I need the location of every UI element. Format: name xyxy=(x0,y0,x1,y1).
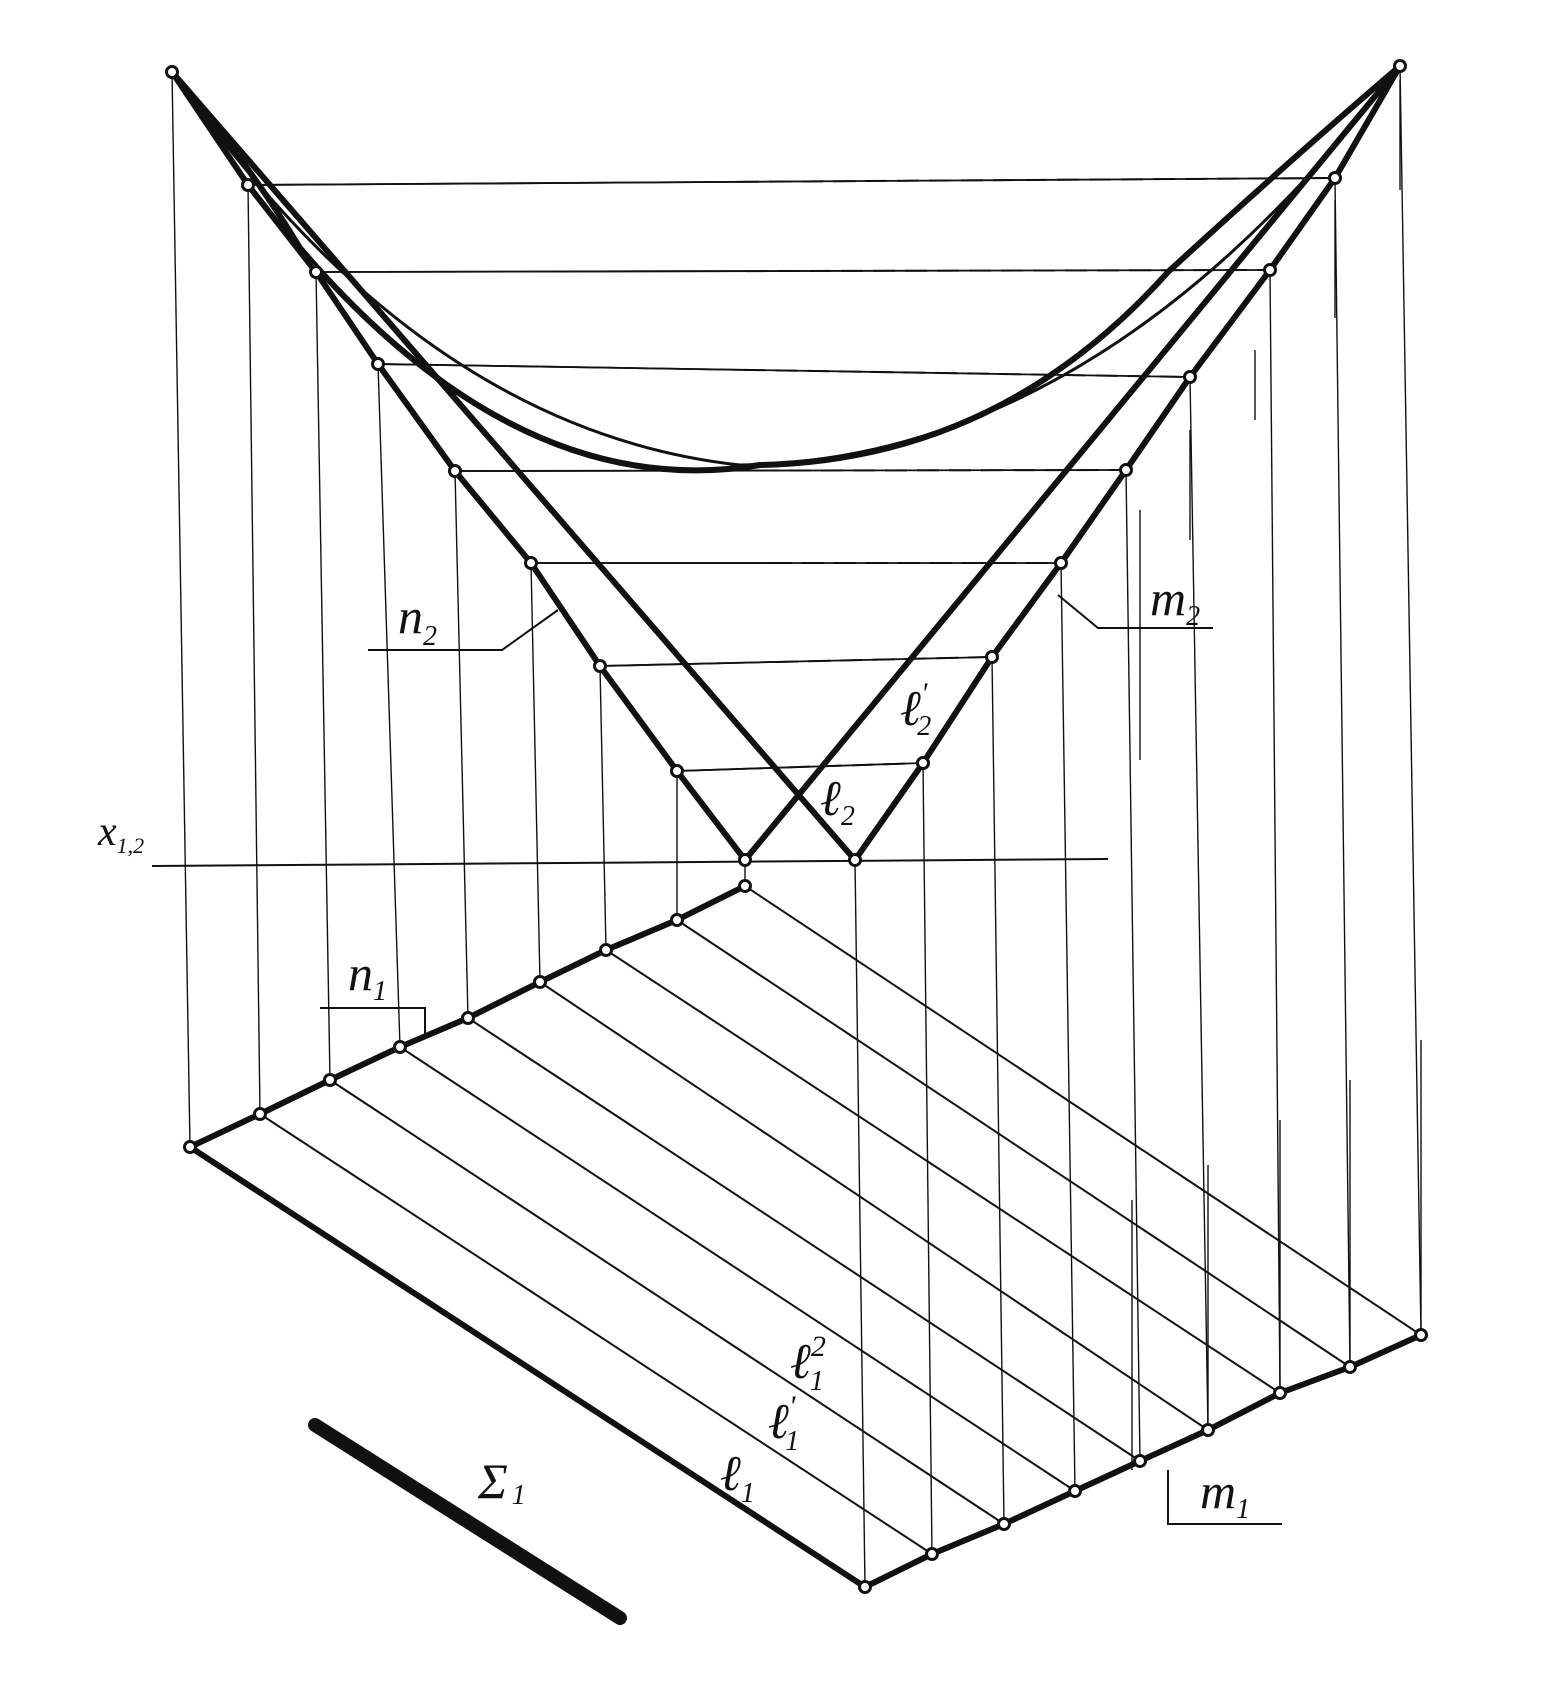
label-l1-2-base: ℓ xyxy=(790,1333,811,1389)
label-l2-sub: 2 xyxy=(841,801,855,832)
label-l2-prime-sup: ' xyxy=(921,677,928,710)
node-point-26 xyxy=(740,881,751,892)
label-l1-base: ℓ xyxy=(720,1445,741,1501)
label-n1-base: n xyxy=(348,945,373,1001)
node-point-7 xyxy=(672,766,683,777)
node-point-6 xyxy=(595,661,606,672)
projector-m-0 xyxy=(855,860,865,1587)
hidden-generator-7 xyxy=(788,763,923,767)
label-m1-sub: 1 xyxy=(1236,1494,1250,1525)
node-point-0 xyxy=(167,67,178,78)
label-x12-sub: 1,2 xyxy=(117,833,145,858)
projector-m-2 xyxy=(992,657,1004,1524)
label-n2-base: n xyxy=(398,588,423,644)
label-l2-prime: ℓ'2 xyxy=(900,677,931,742)
node-point-2 xyxy=(311,267,322,278)
node-point-16 xyxy=(1330,173,1341,184)
label-m2: m2 xyxy=(1150,570,1200,632)
node-point-25 xyxy=(672,915,683,926)
node-point-21 xyxy=(395,1042,406,1053)
node-point-34 xyxy=(1345,1362,1356,1373)
node-point-32 xyxy=(1203,1425,1214,1436)
label-n2: n2 xyxy=(398,588,437,652)
projector-m-4 xyxy=(1126,470,1140,1461)
node-point-12 xyxy=(1056,558,1067,569)
n2-leader xyxy=(368,610,558,650)
node-point-19 xyxy=(255,1109,266,1120)
projector-m-7 xyxy=(1335,178,1350,1367)
label-l1-prime-sub: 1 xyxy=(785,1426,799,1457)
node-point-28 xyxy=(927,1549,938,1560)
node-point-30 xyxy=(1070,1486,1081,1497)
n1-leader xyxy=(320,1008,425,1038)
node-point-20 xyxy=(325,1075,336,1086)
node-point-23 xyxy=(535,977,546,988)
label-l1-2-sup: 2 xyxy=(811,1330,826,1363)
x12-axis-line xyxy=(152,859,1108,866)
node-point-11 xyxy=(987,652,998,663)
hidden-generators xyxy=(737,178,1335,767)
node-point-31 xyxy=(1135,1456,1146,1467)
node-point-14 xyxy=(1185,372,1196,383)
label-sigma1-sub: 1 xyxy=(512,1480,526,1511)
node-point-18 xyxy=(185,1142,196,1153)
projector-m-6 xyxy=(1270,270,1280,1393)
label-sigma1-base: Σ xyxy=(477,1453,508,1509)
projector-m-8 xyxy=(1400,66,1421,1335)
label-m2-sub: 2 xyxy=(1186,601,1200,632)
projector-n-2 xyxy=(316,272,330,1080)
label-l1-prime-sup: ' xyxy=(789,1390,796,1423)
m2-diagonal-line xyxy=(745,66,1400,860)
parabola-inner-curve xyxy=(172,66,1400,465)
node-point-15 xyxy=(1265,265,1276,276)
projector-n-0 xyxy=(172,72,190,1147)
node-point-5 xyxy=(526,558,537,569)
label-l2-base: ℓ xyxy=(820,770,841,826)
node-point-24 xyxy=(601,945,612,956)
node-point-35 xyxy=(1416,1330,1427,1341)
label-n2-sub: 2 xyxy=(423,621,437,652)
plan-generator-1 xyxy=(260,1114,932,1554)
node-point-27 xyxy=(860,1582,871,1593)
node-point-9 xyxy=(850,855,861,866)
label-l1: ℓ1 xyxy=(720,1445,755,1509)
node-point-1 xyxy=(243,180,254,191)
label-m2-base: m xyxy=(1150,570,1186,626)
label-n1-sub: 1 xyxy=(373,976,387,1007)
label-l1-sub: 1 xyxy=(741,1478,755,1509)
node-point-22 xyxy=(463,1013,474,1024)
node-point-8 xyxy=(740,855,751,866)
m2-line xyxy=(855,66,1400,860)
projector-n-6 xyxy=(600,666,606,950)
node-point-29 xyxy=(999,1519,1010,1530)
label-x12: x1,2 xyxy=(97,809,144,858)
label-n1: n1 xyxy=(348,945,387,1007)
label-l2-prime-sub: 2 xyxy=(917,711,931,742)
label-l1-2-sub: 1 xyxy=(810,1366,824,1397)
node-point-13 xyxy=(1121,465,1132,476)
sigma1-trace xyxy=(315,1425,620,1618)
label-l2: ℓ2 xyxy=(820,770,855,832)
label-l1-prime: ℓ'1 xyxy=(768,1390,799,1457)
label-m1-base: m xyxy=(1200,1463,1236,1519)
projector-n-1 xyxy=(248,185,260,1114)
projector-m-3 xyxy=(1061,563,1075,1491)
label-m1: m1 xyxy=(1200,1463,1250,1525)
node-point-3 xyxy=(373,359,384,370)
node-point-17 xyxy=(1395,61,1406,72)
projector-n-3 xyxy=(378,364,400,1047)
node-point-4 xyxy=(450,466,461,477)
label-x12-base: x xyxy=(97,809,117,855)
node-point-33 xyxy=(1275,1388,1286,1399)
node-point-10 xyxy=(918,758,929,769)
projector-n-4 xyxy=(455,471,468,1018)
